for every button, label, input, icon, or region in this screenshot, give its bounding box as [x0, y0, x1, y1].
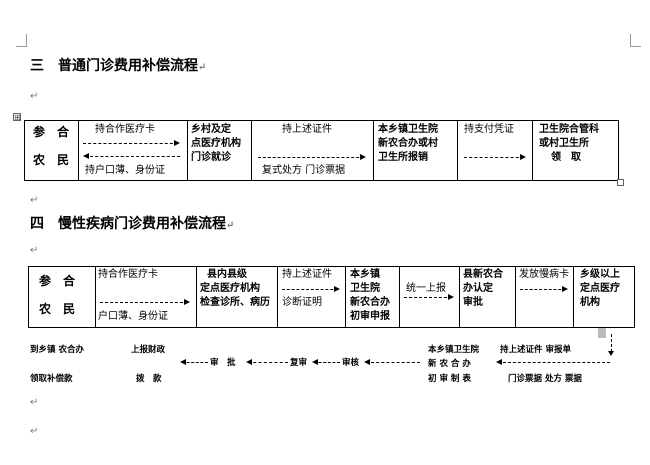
- footer-right-col1-bottom: 初 审 制 表: [428, 374, 471, 384]
- s4-cell-designated: 乡级以上 定点医疗 机构: [580, 269, 620, 308]
- paragraph-mark: ↵: [30, 426, 39, 437]
- left-arrow-icon: [312, 359, 340, 365]
- s3-cell-township: 本乡镇卫生院 新农合办或村 卫生所报销: [374, 121, 458, 180]
- s4-cell-county-clinic: 县内县级 定点医疗机构 检查诊所、病历: [197, 267, 278, 327]
- s4-cell-arrow-1: 持合作医疗卡 户口薄、身份证: [96, 267, 197, 327]
- s4-cell-county-approve: 县新农合 办认定 审批: [460, 267, 516, 327]
- footer-mid-top: 上报财政: [131, 345, 166, 355]
- right-arrow-icon: [258, 154, 366, 160]
- footer-mid-bottom: 拨 款: [136, 374, 162, 384]
- s3-cell-collect: 卫生院合管科 或村卫生所 领 取: [539, 124, 599, 163]
- section3-flow-table: 参 合 农 民 持合作医疗卡 持户口薄、身份证 乡村及定 点医疗机构 门诊就诊 …: [24, 120, 619, 181]
- s3-cell-farmer: 参 合 农 民: [25, 121, 79, 180]
- paragraph-mark: ↵: [30, 91, 39, 102]
- paragraph-mark: ↵: [30, 397, 39, 408]
- right-arrow-icon: [464, 154, 526, 160]
- left-arrow-icon: [180, 359, 208, 365]
- s3-cell-arrow-1: 持合作医疗卡 持户口薄、身份证: [79, 121, 188, 180]
- s3-cell-arrow-3: 持支付凭证: [458, 121, 533, 180]
- footer-left-bottom: 领取补偿款: [30, 374, 73, 384]
- footer-flow-review: 复审: [290, 358, 308, 368]
- s4-cell-arrow-3: 统一上报: [400, 267, 460, 327]
- right-arrow-icon: [100, 299, 190, 305]
- right-arrow-icon: [404, 294, 454, 300]
- left-arrow-icon: [364, 359, 420, 365]
- paragraph-mark: ↵: [30, 245, 39, 256]
- left-arrow-icon: [246, 359, 288, 365]
- margin-corner-left: [16, 34, 27, 47]
- right-arrow-icon: [83, 140, 180, 146]
- right-arrow-icon: [282, 286, 340, 292]
- paragraph-mark: ↵: [30, 195, 39, 206]
- footer-right-col2-top: 持上述证件 审报单: [500, 345, 571, 355]
- left-arrow-icon: [496, 359, 610, 365]
- footer-right-col1-mid: 新 农 合 办: [428, 359, 471, 369]
- down-connector-line: [611, 334, 612, 352]
- s3-cell-village-clinic: 乡村及定 点医疗机构 门诊就诊: [188, 121, 252, 180]
- section4-flow-table: 参 合 农 民 持合作医疗卡 户口薄、身份证 县内县级 定点医疗机构 检查诊所、…: [28, 266, 635, 328]
- down-arrow-icon: [608, 351, 614, 356]
- table-resize-handle[interactable]: [617, 179, 624, 186]
- footer-left-top: 到乡镇 农合办: [30, 345, 84, 355]
- footer-right-col2-bottom: 门诊票据 处方 票据: [508, 374, 582, 384]
- cursor-marker: [598, 328, 606, 338]
- section4-title: 四 慢性疾病门诊费用补偿流程↵: [30, 216, 235, 232]
- section3-title: 三 普通门诊费用补偿流程↵: [30, 58, 207, 74]
- table-move-handle-icon[interactable]: ⊞: [13, 113, 21, 122]
- s4-cell-arrow-4: 发放慢病卡: [516, 267, 574, 327]
- s4-cell-township: 本乡镇 卫生院 新农合办 初审申报: [346, 267, 400, 327]
- footer-right-col1-top: 本乡镇卫生院: [428, 345, 480, 355]
- footer-flow-verify: 审核: [342, 358, 360, 368]
- s3-cell-arrow-2: 持上述证件 复式处方 门诊票据: [252, 121, 374, 180]
- footer-flow-approve: 审 批: [210, 358, 236, 368]
- left-arrow-icon: [83, 153, 180, 159]
- right-arrow-icon: [520, 286, 568, 292]
- s4-cell-arrow-2: 持上述证件 诊断证明: [278, 267, 346, 327]
- s4-cell-farmer: 参 合 农 民: [29, 267, 96, 327]
- margin-corner-right: [630, 34, 641, 47]
